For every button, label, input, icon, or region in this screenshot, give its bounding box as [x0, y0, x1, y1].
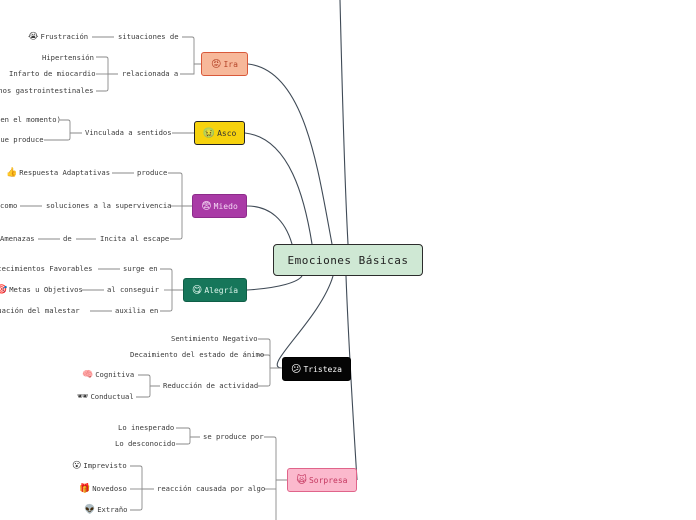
asco-en-el-momento[interactable]: (en el momento)	[0, 115, 61, 124]
tristeza-conductual-label: Conductual	[90, 392, 134, 401]
ira-link-relacionada[interactable]: relacionada a	[122, 69, 179, 78]
connector-asco	[244, 132, 313, 245]
branch-ira[interactable]: 😡 Ira	[201, 52, 248, 76]
ira-frustracion-label: Frustración	[40, 32, 89, 41]
alegria-link-conseguir[interactable]: al conseguir	[107, 285, 159, 294]
miedo-de[interactable]: de	[63, 234, 72, 243]
ira-infarto[interactable]: Infarto de miocardio	[9, 69, 96, 78]
branch-sorpresa-label: Sorpresa	[308, 475, 348, 485]
connector-top	[339, 0, 349, 245]
main-branches	[244, 0, 358, 481]
branch-asco-label: Asco	[217, 128, 237, 138]
connector-tristeza	[276, 275, 334, 369]
tristeza-reduccion[interactable]: Reducción de actividad	[163, 381, 259, 390]
sorpresa-link-reaccion[interactable]: reacción causada por algo	[157, 484, 266, 493]
sorpresa-extrano-label: Extraño	[97, 505, 128, 514]
branch-miedo[interactable]: 😨 Miedo	[192, 194, 247, 218]
sorpresa-desconocido[interactable]: Lo desconocido	[115, 439, 176, 448]
ira-trastornos[interactable]: Trastornos gastrointestinales	[0, 86, 94, 95]
sub-connectors	[20, 36, 287, 520]
yum-face-icon: 😋	[191, 284, 203, 296]
weary-cat-icon: 🙀	[296, 474, 307, 486]
nauseated-face-icon: 🤢	[202, 127, 216, 139]
ira-link-situaciones[interactable]: situaciones de	[118, 32, 179, 41]
crying-face-icon: 😭	[28, 32, 39, 42]
alegria-acontecimientos[interactable]: Acontecimientos Favorables	[0, 264, 93, 273]
central-topic[interactable]: Emociones Básicas	[273, 244, 423, 276]
ira-hipertension[interactable]: Hipertensión	[42, 53, 94, 62]
tristeza-sentimiento[interactable]: Sentimiento Negativo	[171, 334, 258, 343]
tristeza-cognitiva[interactable]: 🧠Cognitiva	[82, 370, 134, 380]
sorpresa-extrano[interactable]: 👽Extraño	[84, 505, 128, 515]
tristeza-cognitiva-label: Cognitiva	[95, 370, 135, 379]
alien-icon: 👽	[84, 505, 96, 515]
alegria-atenuacion[interactable]: Atenuación del malestar	[0, 306, 80, 315]
branch-sorpresa[interactable]: 🙀 Sorpresa	[287, 468, 357, 492]
sorpresa-novedoso-label: Novedoso	[92, 484, 127, 493]
alegria-link-surge[interactable]: surge en	[123, 264, 158, 273]
branch-tristeza-label: Tristeza	[303, 364, 342, 374]
miedo-amenazas[interactable]: Amenazas	[0, 234, 35, 243]
tristeza-conductual[interactable]: 🕶Conductual	[77, 392, 134, 402]
surprised-face-icon: 😮	[72, 461, 82, 471]
alegria-link-auxilia[interactable]: auxilia en	[115, 306, 159, 315]
target-icon: 🎯	[0, 285, 8, 295]
angry-face-icon: 😡	[211, 58, 222, 70]
miedo-como[interactable]: como	[0, 201, 18, 210]
fearful-face-icon: 😨	[201, 200, 212, 212]
miedo-link-incita[interactable]: Incita al escape	[100, 234, 170, 243]
alegria-metas[interactable]: 🎯Metas u Objetivos	[0, 285, 83, 295]
branch-ira-label: Ira	[223, 59, 238, 69]
connector-ira	[247, 63, 333, 245]
sunglasses-icon: 🕶	[77, 392, 89, 402]
branch-asco[interactable]: 🤢 Asco	[194, 121, 245, 145]
miedo-link-produce[interactable]: produce	[137, 168, 168, 177]
miedo-respuesta[interactable]: 👍Respuesta Adaptativas	[6, 168, 110, 178]
thumbs-up-icon: 👍	[6, 168, 18, 178]
brain-icon: 🧠	[82, 370, 94, 380]
branch-alegria-label: Alegría	[204, 285, 239, 295]
alegria-metas-label: Metas u Objetivos	[9, 285, 83, 294]
tristeza-decaimiento[interactable]: Decaimiento del estado de ánimo	[130, 350, 265, 359]
connector-alegria	[246, 275, 303, 291]
connector-miedo	[246, 205, 293, 245]
gift-icon: 🎁	[79, 484, 91, 494]
branch-tristeza[interactable]: 😕 Tristeza	[282, 357, 351, 381]
sorpresa-imprevisto[interactable]: 😮Imprevisto	[72, 461, 127, 471]
sorpresa-inesperado[interactable]: Lo inesperado	[118, 423, 175, 432]
branch-miedo-label: Miedo	[213, 201, 238, 211]
asco-que-produce[interactable]: que produce	[0, 135, 44, 144]
confused-face-icon: 😕	[291, 363, 302, 375]
sorpresa-imprevisto-label: Imprevisto	[83, 461, 127, 470]
branch-alegria[interactable]: 😋 Alegría	[183, 278, 247, 302]
sorpresa-link-se-produce[interactable]: se produce por	[203, 432, 264, 441]
sorpresa-novedoso[interactable]: 🎁Novedoso	[79, 484, 127, 494]
ira-frustracion[interactable]: 😭Frustración	[28, 32, 88, 42]
asco-link-vinculada[interactable]: Vinculada a sentidos	[85, 128, 172, 137]
miedo-link-soluciones[interactable]: soluciones a la supervivencia	[46, 201, 172, 210]
miedo-respuesta-label: Respuesta Adaptativas	[19, 168, 111, 177]
